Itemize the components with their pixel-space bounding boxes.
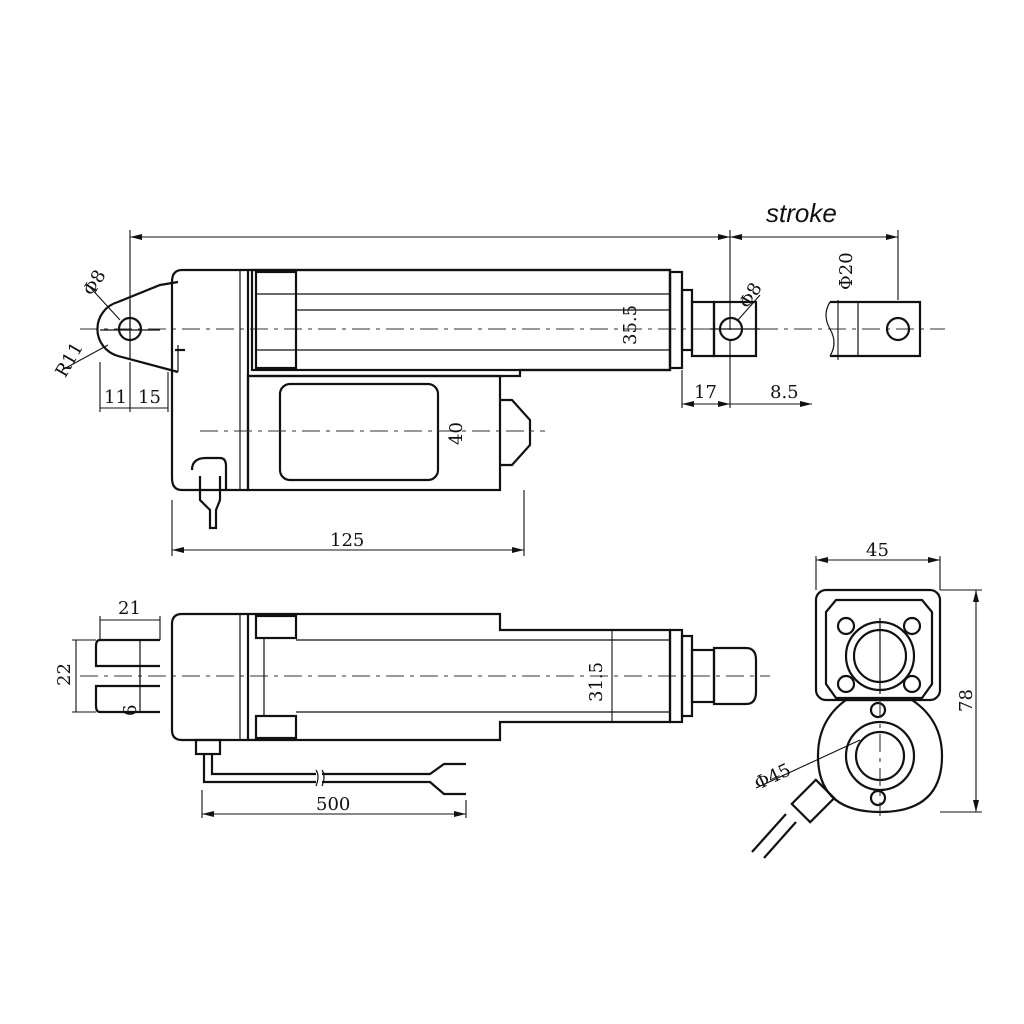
- cable-length-dimension: 500: [201, 790, 467, 818]
- end-height-label: 78: [956, 689, 977, 712]
- rod-end-offset-label: 17: [694, 382, 717, 403]
- tube-width-dimension: 31.5: [586, 630, 613, 722]
- end-width-label: 45: [866, 540, 889, 561]
- end-width-dimension: 45: [815, 540, 941, 590]
- clevis-offset-b-label: 15: [138, 387, 161, 408]
- clevis-slot-width-dimension: 6: [120, 666, 141, 716]
- motor-length-label: 125: [330, 530, 364, 551]
- clevis-width-label: 22: [54, 663, 75, 686]
- tube-width-label: 31.5: [586, 662, 607, 702]
- clevis-offset-a-label: 11: [104, 387, 127, 408]
- motor-height-dimension: 40: [446, 422, 467, 445]
- end-view: 45 78 Φ45: [751, 540, 982, 859]
- motor-length-dimension: 125: [171, 490, 525, 556]
- clevis-slot-depth-dimension: 21: [99, 598, 161, 640]
- clevis-radius-label: R11: [51, 339, 87, 381]
- clevis-width-dimension: 22: [54, 639, 96, 713]
- motor-diameter-dimension: Φ45: [751, 739, 861, 795]
- top-view: stroke: [51, 198, 945, 556]
- clevis-slot-depth-label: 21: [118, 598, 141, 619]
- clevis-offset-dimension: 11 15: [99, 362, 169, 412]
- end-connector: [751, 778, 836, 859]
- end-motor-circle: [816, 698, 944, 816]
- motor-diameter-label: Φ45: [751, 760, 794, 795]
- rod-end-hole-dimension: Φ8: [735, 279, 767, 321]
- tube-height-label: 35.5: [620, 305, 641, 345]
- clevis-slot-width-label: 6: [120, 705, 141, 716]
- side-housing: [170, 612, 758, 742]
- tube-height-dimension: 35.5: [620, 305, 641, 345]
- rod-diameter-label: Φ20: [836, 252, 857, 290]
- rear-clevis: [96, 280, 179, 374]
- rod-diameter-dimension: Φ20: [836, 252, 857, 360]
- gearbox-housing: [170, 268, 672, 492]
- cable-length-label: 500: [316, 794, 350, 815]
- rod-end-offset-dimension: 17 8.5: [681, 340, 812, 408]
- end-flange: [814, 588, 942, 702]
- motor-body: [190, 374, 545, 530]
- clevis-hole-dimension: Φ8: [79, 266, 121, 321]
- rod-end-hole-label: Φ8: [735, 279, 766, 312]
- stroke-dimension: stroke: [730, 198, 899, 300]
- rod-end-hole-offset-label: 8.5: [770, 382, 799, 403]
- inner-rod: [690, 300, 760, 358]
- cable: [194, 738, 466, 796]
- outer-tube: [250, 268, 694, 372]
- clevis-hole-label: Φ8: [79, 266, 110, 299]
- side-view: 21 22 6 31.5 500: [54, 598, 770, 818]
- rod-section: [825, 300, 922, 358]
- motor-height-label: 40: [446, 422, 467, 445]
- stroke-label: stroke: [766, 198, 837, 228]
- end-height-dimension: 78: [940, 589, 982, 813]
